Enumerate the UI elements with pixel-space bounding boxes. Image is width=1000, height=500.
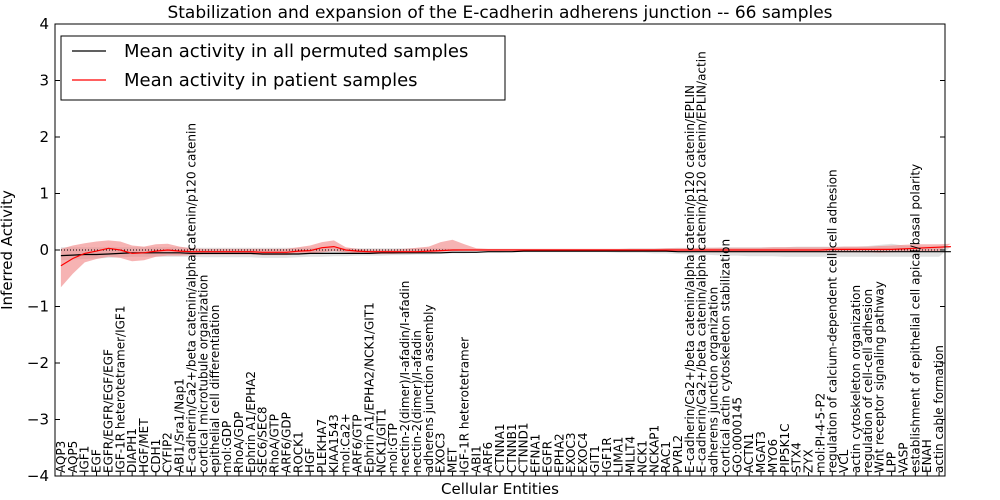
legend-box	[60, 35, 506, 101]
x-axis-label: Cellular Entities	[441, 480, 559, 498]
x-tick-label: cortical actin cytoskeleton stabilizatio…	[719, 239, 733, 473]
x-tick-label: EGFR	[541, 441, 555, 473]
x-tick-label: STX4	[790, 442, 804, 473]
x-tick-label: ZYX	[802, 449, 816, 473]
x-tick-label: EGFR/EGFR/EGF/EGF	[101, 349, 115, 473]
x-tick-label: GO:0000145	[730, 397, 744, 473]
x-tick-label: CDH1	[149, 439, 163, 473]
x-tick-label: HGF/MET	[137, 418, 151, 473]
x-tick-label: NCK1/GIT1	[374, 408, 388, 473]
y-tick-label: 2	[39, 128, 49, 146]
x-tick-label: ARF6/GTP	[351, 414, 365, 473]
x-tick-label: mol:Ca2+	[339, 413, 353, 473]
x-tick-label: LPP	[885, 452, 899, 473]
x-tick-label: ARF6/GDP	[279, 412, 293, 473]
x-tick-label: IGF-1R heterotetramer/IGF1	[113, 306, 127, 473]
x-tick-label: E-cadherin/Ca2+/beta catenin/alpha caten…	[695, 51, 709, 473]
x-tick-label: ROCK1	[291, 431, 305, 473]
x-tick-label: MYO6	[766, 439, 780, 473]
x-tick-label: PVRL2	[671, 435, 685, 473]
y-tick-label: 0	[39, 241, 49, 259]
x-tick-label: IGF1R	[600, 437, 614, 473]
x-tick-label: cortical microtubule organization	[196, 275, 210, 473]
x-tick-label: EGF	[90, 449, 104, 473]
x-tick-label: NCK1	[635, 440, 649, 473]
x-tick-label: CTNND1	[517, 422, 531, 473]
x-tick-label: nectin-2(dimer)/I-afadin	[410, 330, 424, 473]
x-tick-label: E-cadherin/Ca2+/beta catenin/alpha caten…	[185, 123, 199, 473]
x-tick-label: Wnt receptor signaling pathway	[873, 281, 887, 473]
x-tick-label: EFNA1	[529, 434, 543, 473]
x-tick-label: AQP5	[66, 441, 80, 473]
x-tick-label: actin cable formation	[932, 345, 946, 473]
x-tick-label: mol:PI-4-5-P2	[813, 393, 827, 473]
x-tick-label: IGF-1R heterotetramer	[457, 337, 471, 473]
x-tick-label: CTNNA1	[493, 423, 507, 473]
x-tick-label: DIAPH1	[125, 428, 139, 473]
x-tick-label: nectin-2(dimer)/I-afadin/I-afadin	[398, 281, 412, 473]
x-tick-label: EXOC4	[576, 433, 590, 474]
x-tick-label: adherens junction assembly	[422, 304, 436, 473]
x-tick-label: IGF1	[78, 446, 92, 473]
x-tick-label: NCKAP1	[647, 425, 661, 473]
x-tick-label: GIT1	[588, 445, 602, 473]
x-tick-label: Ephrin A1/EPHA2/NCK1/GIT1	[363, 302, 377, 473]
x-tick-label: HGF	[303, 448, 317, 473]
line-series-1	[60, 245, 951, 267]
x-tick-label: VCL	[837, 449, 851, 473]
x-tick-label: CYFIP2	[161, 432, 175, 473]
x-tick-label: CTNNB1	[505, 423, 519, 473]
legend: Mean activity in all permuted samples Me…	[60, 35, 506, 101]
x-tick-label: establishment of epithelial cell apical/…	[908, 164, 922, 473]
x-tick-label: ABI1/Sra1/Nap1	[173, 378, 187, 473]
x-tick-label: MGAT3	[754, 431, 768, 473]
x-tick-label: KIAA1543	[327, 414, 341, 473]
x-tick-label: ACTN1	[742, 433, 756, 473]
y-tick-label: 4	[39, 15, 49, 33]
x-tick-label: epithelial cell differentiation	[208, 305, 222, 473]
x-tick-label: MET	[446, 447, 460, 473]
line-series-0	[60, 250, 951, 257]
x-tick-label: actin cytoskeleton organization	[849, 285, 863, 473]
x-tick-label: EXOC3	[564, 433, 578, 474]
chart-title: Stabilization and expansion of the E-cad…	[167, 3, 832, 23]
x-tick-label: mol:GTP	[386, 423, 400, 473]
y-tick-label: 1	[39, 185, 49, 203]
x-tick-label: SEC6/SEC8	[256, 407, 270, 473]
x-tick-label: Ephrin A1/EPHA2	[244, 371, 258, 473]
x-tick-label: RhoA/GDP	[232, 412, 246, 473]
y-tick-label: 3	[39, 72, 49, 90]
x-tick-label: adherens junction organization	[707, 287, 721, 473]
x-tick-label: PLEKHA7	[315, 419, 329, 473]
x-tick-label: RhoA/GTP	[268, 414, 282, 473]
x-tick-label: EXOC3	[434, 433, 448, 474]
x-tick-label: ABI1	[469, 445, 483, 473]
y-tick-label: −2	[27, 354, 49, 372]
x-tick-label: VASP	[897, 442, 911, 473]
x-tick-label: mol:GDP	[220, 421, 234, 473]
x-tick-label: MLLT4	[624, 436, 638, 473]
x-tick-label: AQP3	[54, 441, 68, 473]
x-tick-label: EPHA2	[552, 433, 566, 473]
y-tick-label: −1	[27, 298, 49, 316]
x-tick-label: PIP5K1C	[778, 423, 792, 473]
x-tick-label: LIMA1	[612, 437, 626, 473]
y-tick-label: −4	[27, 467, 49, 485]
legend-label-patient: Mean activity in patient samples	[124, 70, 418, 91]
y-tick-label: −3	[27, 411, 49, 429]
x-tick-label: regulation of cell-cell adhesion	[861, 289, 875, 473]
x-tick-label: ARF6	[481, 442, 495, 473]
x-tick-label: E-cadherin/Ca2+/beta catenin/alpha caten…	[683, 85, 697, 473]
x-tick-label: regulation of calcium-dependent cell-cel…	[825, 169, 839, 473]
x-tick-label: ENAH	[920, 439, 934, 473]
legend-label-permuted: Mean activity in all permuted samples	[124, 41, 468, 62]
y-axis-label: Inferred Activity	[0, 190, 16, 310]
x-tick-label: RAC1	[659, 441, 673, 473]
